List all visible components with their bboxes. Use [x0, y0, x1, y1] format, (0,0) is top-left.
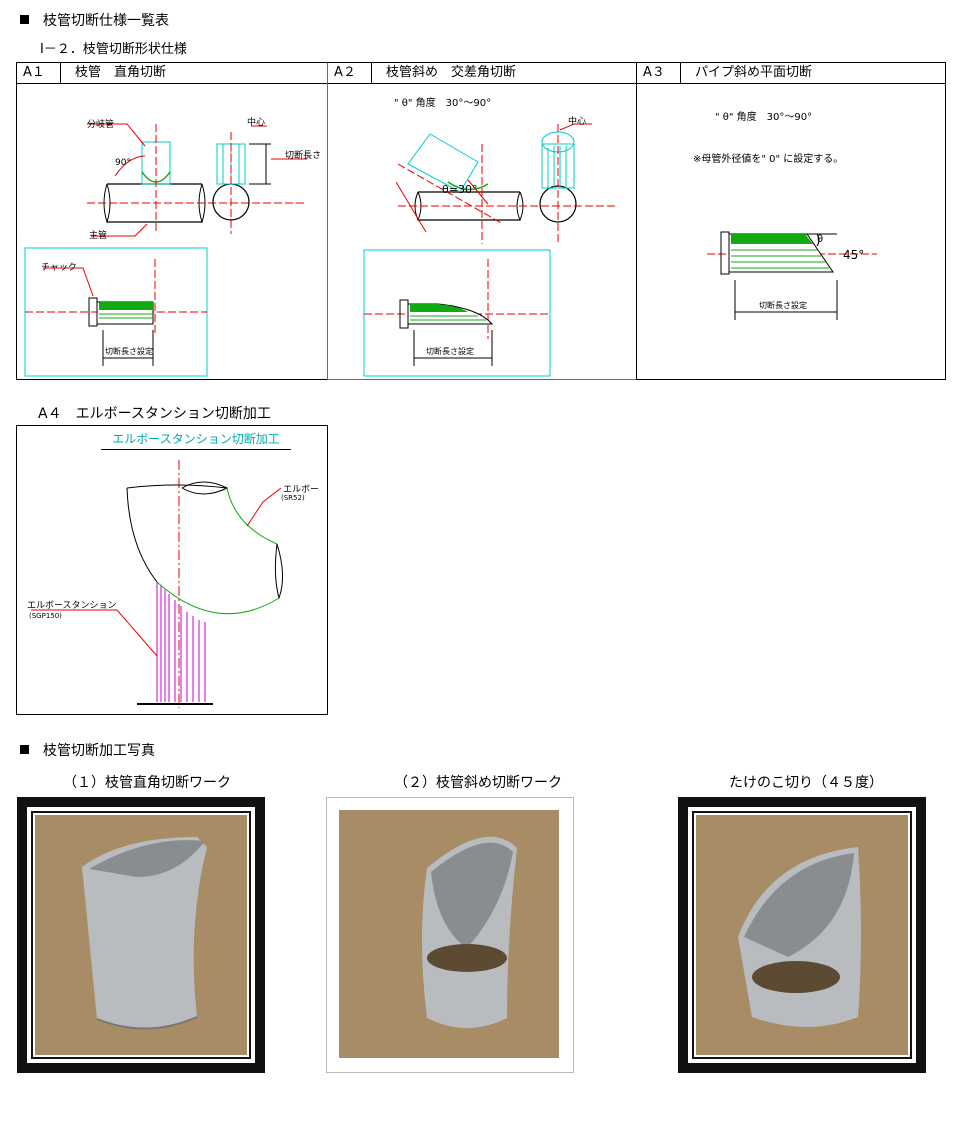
panel-a1: A１ 枝管 直角切断 — [16, 62, 328, 380]
label-45deg: 45° — [843, 248, 865, 262]
a4-inner-title: エルボースタンション切断加工 — [101, 430, 291, 450]
label-length: 切断長さ — [285, 151, 322, 161]
label-elbow: エルボー — [283, 485, 320, 495]
label-theta-value: θ=30° — [442, 183, 478, 196]
label-center: 中心 — [568, 117, 587, 127]
photo-caption-2: （２）枝管斜め切断ワーク — [394, 775, 562, 791]
label-theta-symbol: θ — [817, 234, 824, 245]
label-cut-length: 切断長さ設定 — [105, 347, 153, 356]
photo-caption-3: たけのこ切り（４５度） — [729, 775, 883, 791]
label-note: ※母管外径値を" 0" に設定する。 — [693, 154, 844, 165]
photo-oblique-cut — [326, 797, 574, 1073]
panel-a3: A３ パイプ斜め平面切断 " θ" 角度 30°～90° ※母管外径値を" 0"… — [636, 62, 946, 380]
label-elbow-code: (SR52) — [281, 494, 305, 502]
a1-drawing: 分岐管 中心 切断長さ 主管 90° チャック 切断長さ設定 — [17, 84, 327, 379]
label-theta-range: " θ" 角度 30°～90° — [715, 112, 813, 123]
photo-right-angle-cut — [17, 797, 265, 1073]
photo-45deg-cut — [678, 797, 926, 1073]
label-cut-length: 切断長さ設定 — [426, 347, 474, 356]
section-heading-photos: 枝管切断加工写真 — [20, 740, 155, 760]
label-main: 主管 — [89, 231, 108, 241]
label-center: 中心 — [247, 118, 266, 128]
label-angle: 90° — [115, 158, 131, 168]
panel-header: A１ 枝管 直角切断 — [17, 63, 327, 84]
panel-title: 枝管斜め 交差角切断 — [386, 65, 517, 80]
panel-code: A２ — [328, 63, 372, 83]
square-bullet-icon — [20, 745, 29, 754]
panel-code: A１ — [17, 63, 61, 83]
label-chuck: チャック — [41, 263, 77, 273]
panel-header: A３ パイプ斜め平面切断 — [637, 63, 945, 84]
panel-title: パイプ斜め平面切断 — [695, 65, 813, 80]
panel-title: 枝管 直角切断 — [75, 65, 167, 80]
a3-drawing: " θ" 角度 30°～90° ※母管外径値を" 0" に設定する。 θ 45°… — [637, 84, 945, 379]
label-stanchion-code: (SGP150) — [29, 612, 62, 620]
label-stanchion: エルボースタンション — [27, 601, 117, 611]
label-cut-length: 切断長さ設定 — [759, 301, 807, 310]
a4-drawing: エルボースタンション切断加工 エルボー (SR52) エルボースタンション (S… — [16, 425, 328, 715]
panel-header: A２ 枝管斜め 交差角切断 — [328, 63, 636, 84]
sub-heading: I－２．枝管切断形状仕様 — [40, 42, 187, 57]
label-theta-range: " θ" 角度 30°～90° — [394, 98, 492, 109]
section-heading-spec: 枝管切断仕様一覧表 — [20, 10, 169, 30]
label-branch: 分岐管 — [87, 120, 115, 130]
panel-a2: A２ 枝管斜め 交差角切断 — [327, 62, 637, 380]
panel-code: A３ — [637, 63, 681, 83]
a2-drawing: " θ" 角度 30°～90° 中心 θ=30° 切断長さ設定 — [328, 84, 636, 379]
photo-caption-1: （１）枝管直角切断ワーク — [63, 775, 231, 791]
a4-label: A４ エルボースタンション切断加工 — [38, 406, 271, 422]
square-bullet-icon — [20, 15, 29, 24]
